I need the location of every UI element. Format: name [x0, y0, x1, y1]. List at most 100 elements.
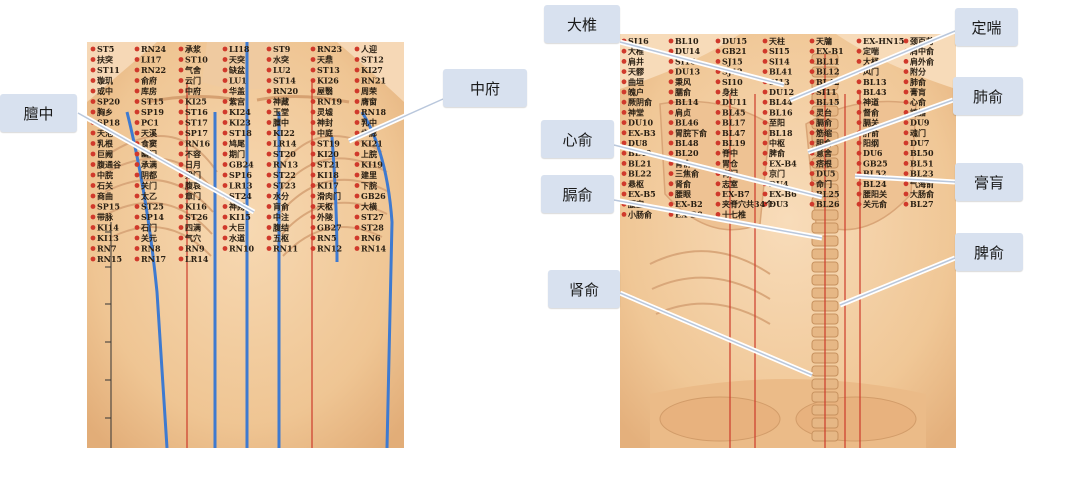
- acupoint-marker: [178, 235, 184, 241]
- acupoint-label: 建里: [360, 170, 377, 180]
- acupoint-marker: [621, 89, 627, 95]
- acupoint-marker: [903, 120, 909, 125]
- acupoint-label: 肩中俞: [910, 46, 935, 56]
- acupoint-marker: [856, 120, 862, 125]
- acupoint-marker: [90, 225, 96, 230]
- acupoint-label: ST11: [97, 65, 120, 75]
- acupoint-marker: [310, 88, 316, 94]
- acupoint-marker: [178, 141, 184, 146]
- acupoint-label: BL43: [863, 87, 887, 97]
- acupoint-label: 华盖: [229, 86, 245, 96]
- acupoint-marker: [222, 141, 228, 146]
- acupoint-marker: [310, 99, 316, 104]
- acupoint-marker: [903, 191, 909, 197]
- acupoint-label: 痞根: [816, 158, 832, 168]
- callout-dingchuan: 定喘: [955, 8, 1018, 46]
- acupoint-marker: [621, 59, 627, 64]
- acupoint-marker: [762, 130, 768, 136]
- acupoint-marker: [903, 150, 909, 156]
- callout-feishu: 肺俞: [953, 77, 1023, 115]
- acupoint-label: 风门: [863, 67, 879, 77]
- acupoint-label: EX-B5: [628, 189, 656, 199]
- acupoint-marker: [715, 212, 721, 217]
- acupoint-label: SP17: [185, 128, 208, 138]
- acupoint-marker: [134, 130, 140, 136]
- acupoint-label: 神道: [863, 97, 879, 107]
- acupoint-label: 膏肓: [910, 87, 926, 97]
- acupoint-marker: [222, 130, 228, 136]
- acupoint-label: BL19: [722, 138, 746, 148]
- acupoint-marker: [310, 162, 316, 167]
- acupoint-label: BL50: [910, 148, 934, 158]
- acupoint-label: BL18: [769, 128, 793, 138]
- acupoint-label: BL14: [675, 97, 699, 107]
- acupoint-marker: [668, 150, 674, 156]
- acupoint-label: 神阙: [229, 202, 245, 212]
- acupoint-label: 人迎: [361, 44, 377, 54]
- acupoint-label: EX-B7: [722, 189, 750, 199]
- acupoint-marker: [266, 225, 272, 230]
- acupoint-marker: [134, 246, 140, 251]
- acupoint-marker: [809, 110, 815, 115]
- leader-line-danzhong: [77, 112, 255, 213]
- acupoint-marker: [762, 201, 768, 207]
- acupoint-marker: [715, 120, 721, 125]
- acupoint-marker: [178, 214, 184, 220]
- acupoint-marker: [178, 151, 184, 157]
- acupoint-marker: [134, 67, 140, 73]
- acupoint-marker: [134, 256, 140, 262]
- acupoint-label: RN19: [317, 97, 343, 107]
- acupoint-label: GB21: [722, 46, 747, 56]
- acupoint-label: 胃脘下俞: [675, 128, 708, 138]
- acupoint-label: 三焦俞: [675, 169, 700, 179]
- acupoint-marker: [354, 120, 360, 125]
- acupoint-label: 中府: [185, 86, 201, 96]
- acupoint-label: 胃仓: [722, 158, 739, 168]
- acupoint-label: 气穴: [184, 233, 201, 243]
- acupoint-marker: [762, 69, 768, 74]
- acupoint-marker: [90, 151, 96, 157]
- acupoint-label: 气舍: [184, 65, 202, 75]
- acupoint-label: 阴都: [141, 170, 157, 180]
- acupoint-marker: [621, 69, 627, 74]
- acupoint-marker: [310, 235, 316, 241]
- acupoint-marker: [90, 204, 96, 209]
- acupoint-label: 不容: [185, 149, 201, 159]
- acupoint-marker: [266, 78, 272, 83]
- acupoint-marker: [621, 130, 627, 136]
- acupoint-marker: [310, 78, 316, 83]
- acupoint-marker: [903, 69, 909, 74]
- acupoint-marker: [90, 214, 96, 220]
- acupoint-label: LI17: [141, 55, 162, 65]
- acupoint-marker: [178, 162, 184, 167]
- callout-xinshu: 心俞: [541, 120, 614, 158]
- leader-line-dingchuan: [789, 30, 956, 101]
- acupoint-label: 下脘: [361, 181, 377, 191]
- acupoint-label: 承满: [141, 160, 157, 170]
- acupoint-label: 心俞: [910, 97, 927, 107]
- acupoint-marker: [222, 151, 228, 157]
- acupoint-marker: [90, 162, 96, 167]
- acupoint-marker: [266, 235, 272, 241]
- acupoint-marker: [809, 48, 815, 54]
- acupoint-label: SI14: [769, 56, 790, 66]
- acupoint-label: RN12: [317, 244, 342, 254]
- acupoint-label: EX-B3: [628, 128, 656, 138]
- acupoint-label: BL44: [769, 97, 793, 107]
- acupoint-label: 石关: [96, 181, 113, 191]
- acupoint-marker: [178, 183, 184, 188]
- acupoint-label: RN5: [317, 233, 337, 243]
- acupoint-label: LU2: [273, 65, 291, 75]
- acupoint-label: KI14: [97, 223, 119, 233]
- acupoint-marker: [809, 181, 815, 187]
- acupoint-marker: [354, 88, 360, 94]
- acupoint-marker: [809, 99, 815, 105]
- acupoint-label: 乳根: [97, 139, 113, 149]
- acupoint-marker: [903, 181, 909, 187]
- acupoint-marker: [354, 225, 360, 230]
- acupoint-label: BL27: [910, 199, 934, 209]
- acupoint-label: 或中: [97, 86, 113, 96]
- acupoint-label: RN6: [361, 233, 381, 243]
- acupoint-label: 悬枢: [627, 179, 644, 189]
- acupoint-label: SP19: [141, 107, 164, 117]
